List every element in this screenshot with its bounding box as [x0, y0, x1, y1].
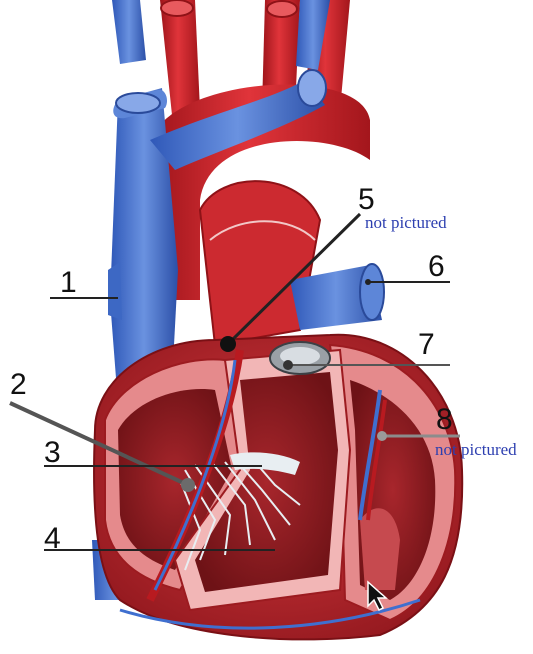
dot-5	[220, 336, 236, 352]
label-7: 7	[418, 328, 435, 361]
label-3: 3	[44, 436, 61, 469]
label-5: 5	[358, 183, 375, 216]
dot-6	[365, 279, 371, 285]
dot-8	[377, 431, 387, 441]
pulmonary-vein	[290, 265, 382, 330]
note-not-pictured-8: not pictured	[435, 440, 517, 459]
label-2: 2	[10, 368, 27, 401]
leader-line-5	[226, 212, 362, 346]
aortic-valve	[269, 341, 331, 375]
label-4: 4	[44, 522, 61, 555]
leader-lines	[9, 212, 460, 551]
note-not-pictured-5: not pictured	[365, 213, 447, 232]
label-6: 6	[428, 250, 445, 283]
leader-line-2	[9, 401, 189, 487]
label-1: 1	[60, 266, 77, 299]
mouse-cursor-icon	[367, 580, 388, 612]
pulmonary-trunk	[198, 180, 322, 347]
label-8: 8	[436, 403, 453, 436]
dot-2	[181, 478, 195, 492]
dot-7	[283, 360, 293, 370]
coronary-vessels	[119, 349, 421, 630]
leader-dots	[181, 279, 387, 492]
